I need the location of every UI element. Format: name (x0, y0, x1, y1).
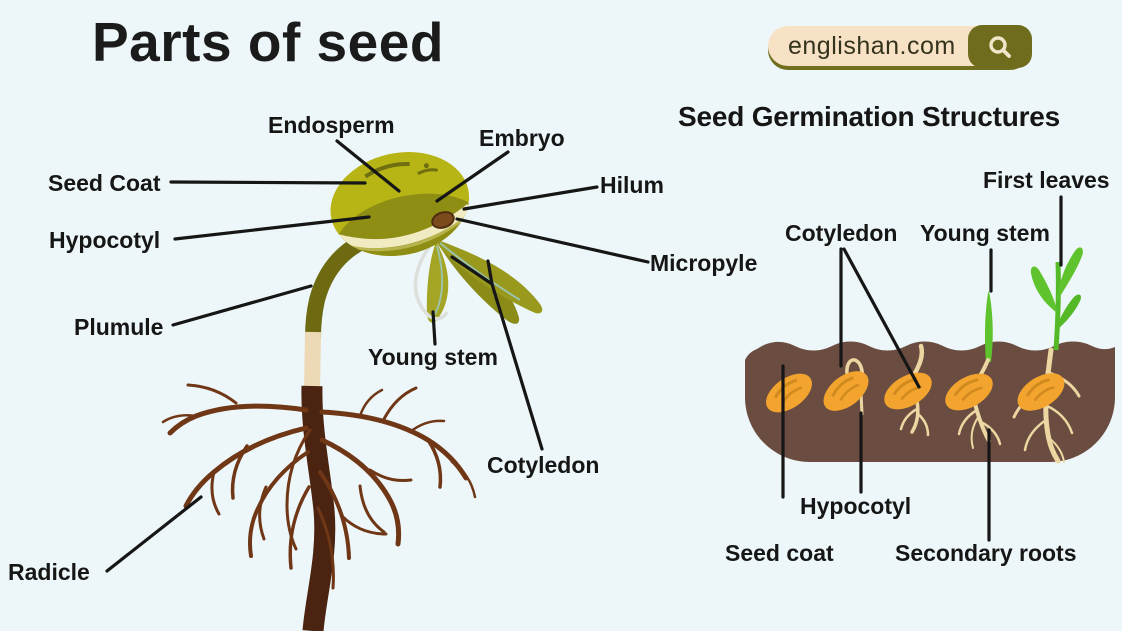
seed-anatomy-illustration (161, 152, 543, 631)
search-button[interactable] (968, 25, 1032, 68)
seed-coat-leader-line (169, 180, 367, 185)
hypocotyl-leader-line (173, 215, 371, 241)
label-seed-coat-right: Seed coat (725, 540, 834, 566)
label-young-stem-right: Young stem (920, 220, 1050, 246)
label-young-stem: Young stem (368, 344, 498, 370)
leader-lines (105, 139, 1063, 573)
label-hypocotyl: Hypocotyl (49, 227, 161, 253)
micropyle-leader-line (455, 217, 650, 264)
cotyledon-right-leader-line-b (842, 247, 921, 389)
label-endosperm: Endosperm (268, 112, 395, 138)
embryo-leader-line (435, 150, 510, 203)
young-shoot (413, 246, 449, 321)
soil-block (745, 341, 1115, 462)
cotyledon-leader-line (490, 282, 544, 451)
label-secondary-roots: Secondary roots (895, 540, 1077, 566)
label-first-leaves: First leaves (983, 167, 1110, 193)
first-leaves-plant (1030, 247, 1083, 351)
label-seed-coat: Seed Coat (48, 170, 161, 196)
young-stem-shoot (984, 291, 993, 362)
endosperm-leader-line (335, 139, 401, 193)
germination-illustration (745, 247, 1115, 464)
label-cotyledon: Cotyledon (487, 452, 600, 478)
radicle-leader-line (105, 495, 203, 573)
label-radicle: Radicle (8, 559, 90, 585)
germination-heading: Seed Germination Structures (678, 101, 1061, 132)
label-plumule: Plumule (74, 314, 164, 340)
soil-seeds (766, 371, 1065, 413)
label-micropyle: Micropyle (650, 250, 758, 276)
plumule-leader-line (171, 284, 313, 327)
cotyledon-leaves (426, 240, 543, 324)
label-cotyledon-right: Cotyledon (785, 220, 898, 246)
search-icon (989, 35, 1011, 58)
cotyledon-leader-branch (450, 255, 494, 286)
hilum-spot (431, 211, 455, 229)
hilum-leader-line (462, 185, 599, 211)
brand-label: englishan.com (788, 31, 956, 60)
young-stem-leader-line (431, 310, 437, 346)
label-hypocotyl-right: Hypocotyl (800, 493, 912, 519)
root-system (161, 383, 477, 590)
brand-pill[interactable]: englishan.com (768, 25, 1032, 68)
cotyledon-leader-branch2 (486, 259, 494, 286)
page-title: Parts of seed (92, 11, 444, 73)
label-embryo: Embryo (479, 125, 565, 151)
label-hilum: Hilum (600, 172, 664, 198)
